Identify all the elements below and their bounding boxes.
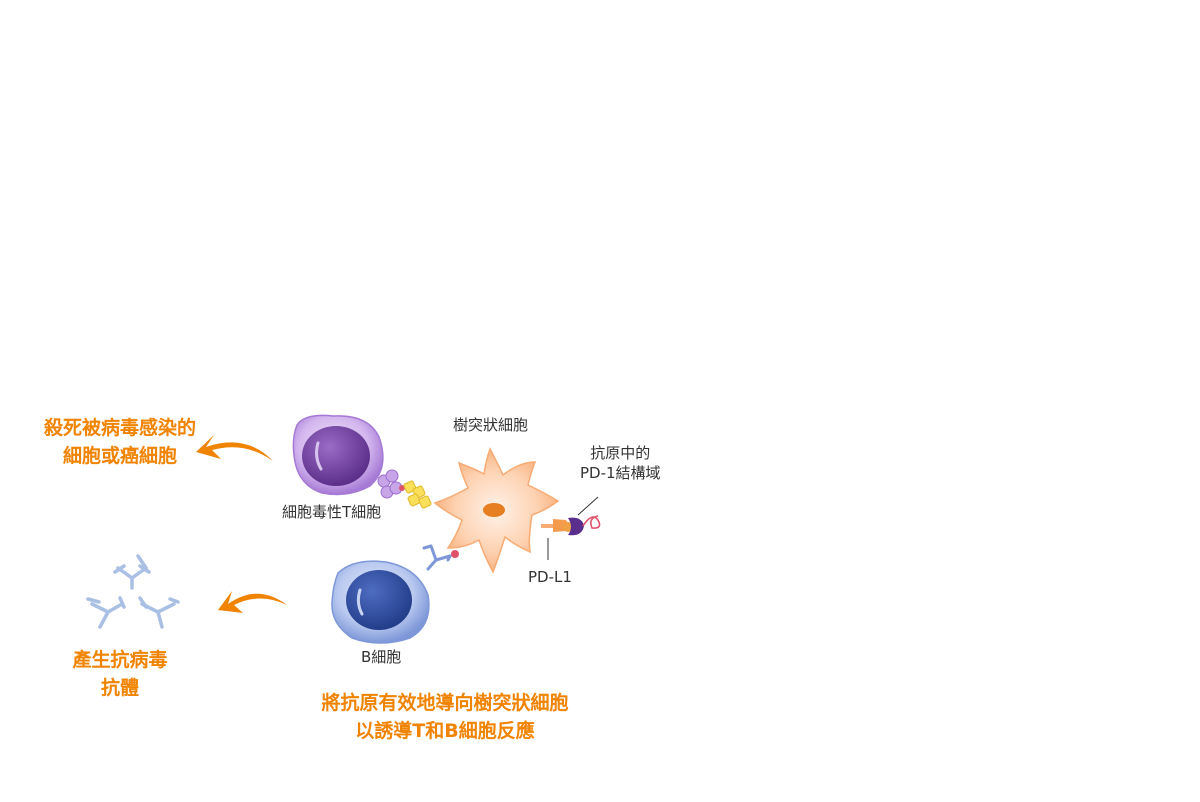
t-cell [292,414,432,509]
dendritic-cell [433,447,601,574]
arrow-to-antibody [218,591,287,613]
goal-label: 將抗原有效地導向樹突狀細胞 以誘導T和B細胞反應 [321,692,569,742]
b-cell [331,544,459,644]
pd1-domain-label: 抗原中的 PD-1結構域 [580,444,661,482]
arrow-to-kill [196,435,273,461]
kill-infected-label: 殺死被病毒感染的 細胞或癌細胞 [43,417,196,467]
antibody-label: 產生抗病毒 抗體 [72,649,168,699]
pdl1-label: PD-L1 [528,568,572,586]
antibodies [86,554,180,629]
b-cell-label: B細胞 [361,648,402,666]
t-cell-label: 細胞毒性T細胞 [282,503,382,521]
dendritic-cell-label: 樹突狀細胞 [453,416,529,434]
